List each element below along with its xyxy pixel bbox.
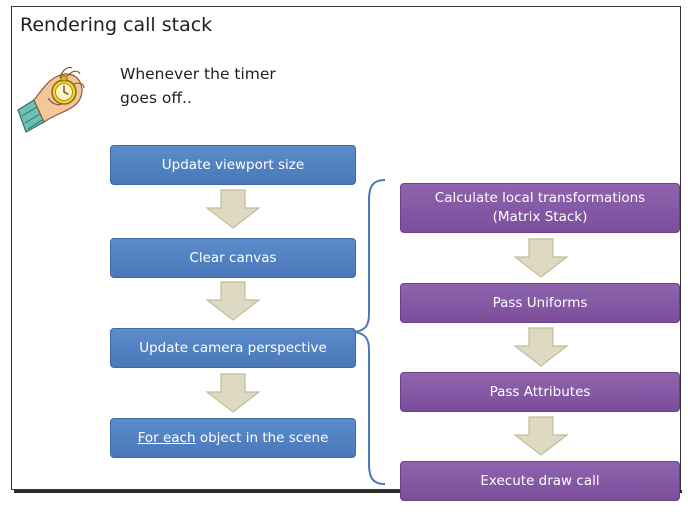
slide-title: Rendering call stack [20, 14, 213, 36]
step-clear-canvas-label: Clear canvas [189, 249, 277, 266]
step-clear-canvas: Clear canvas [110, 238, 356, 278]
down-arrow-icon [513, 327, 569, 367]
step-update-viewport-size: Update viewport size [110, 145, 356, 185]
for-each-rest: object in the scene [195, 429, 329, 446]
step-calculate-line1: Calculate local transformations [434, 190, 646, 206]
timer-caption-line2: goes off.. [120, 89, 192, 107]
curly-brace [352, 179, 386, 485]
slide-bottom-edge [14, 490, 682, 493]
down-arrow-icon [205, 373, 261, 413]
step-calculate-line2: (Matrix Stack) [492, 209, 588, 225]
step-pass-attributes-label: Pass Attributes [489, 383, 591, 400]
timer-caption: Whenever the timer goes off.. [120, 62, 320, 110]
step-update-camera-perspective: Update camera perspective [110, 328, 356, 368]
down-arrow-icon [513, 238, 569, 278]
step-execute-draw-call: Execute draw call [400, 461, 680, 501]
down-arrow-icon [513, 416, 569, 456]
stopwatch-in-hand-icon [17, 66, 85, 133]
step-pass-attributes: Pass Attributes [400, 372, 680, 412]
step-for-each-object: For each object in the scene [110, 418, 356, 458]
down-arrow-icon [205, 281, 261, 321]
step-pass-uniforms-label: Pass Uniforms [492, 294, 588, 311]
step-calculate-local-transformations: Calculate local transformations (Matrix … [400, 183, 680, 233]
step-update-viewport-size-label: Update viewport size [161, 156, 305, 173]
step-pass-uniforms: Pass Uniforms [400, 283, 680, 323]
timer-caption-line1: Whenever the timer [120, 65, 276, 83]
for-each-link: For each [137, 429, 196, 446]
step-execute-draw-call-label: Execute draw call [480, 472, 600, 489]
step-for-each-object-label: For each object in the scene [138, 429, 329, 448]
down-arrow-icon [205, 189, 261, 229]
step-update-camera-perspective-label: Update camera perspective [139, 339, 327, 356]
